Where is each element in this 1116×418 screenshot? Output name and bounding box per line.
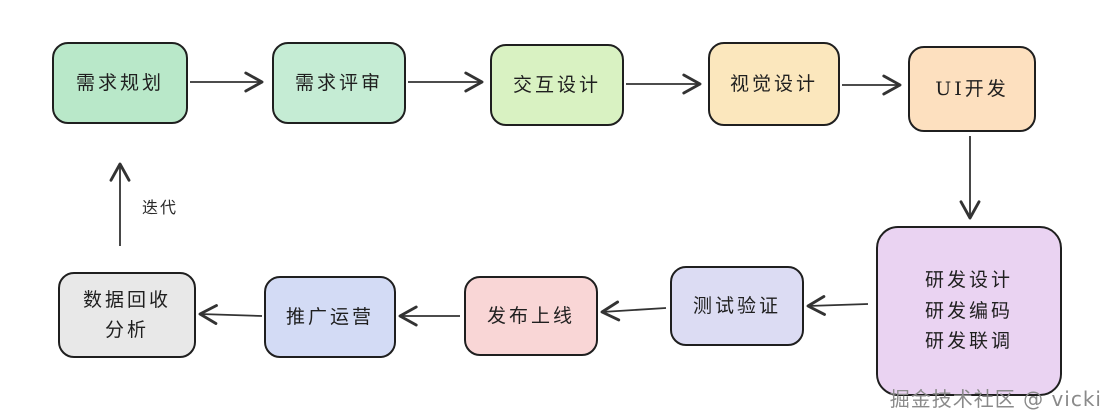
arrow-test-to-release [600, 300, 667, 322]
node-promotion-operations-label: 推广运营 [285, 305, 374, 328]
node-requirement-planning: 需求规划 [52, 42, 188, 124]
node-interaction-design-label: 交互设计 [512, 73, 601, 96]
node-test-verification-label: 测试验证 [692, 294, 781, 317]
node-data-analysis: 数据回收 分析 [58, 272, 196, 358]
node-promotion-operations: 推广运营 [264, 276, 396, 358]
node-analysis-label: 分析 [104, 319, 149, 341]
node-visual-design-label: 视觉设计 [729, 72, 818, 95]
arrow-promotion-to-analysis [198, 304, 263, 325]
node-requirement-review: 需求评审 [272, 42, 406, 124]
node-visual-design: 视觉设计 [708, 42, 840, 126]
node-development-design-label: 研发设计 [924, 269, 1013, 292]
iterate-label: 迭代 [142, 198, 179, 217]
node-release: 发布上线 [464, 276, 598, 356]
node-interaction-design: 交互设计 [490, 44, 624, 126]
arrow-dev-to-test [806, 295, 869, 316]
node-data-collection-label: 数据回收 [82, 288, 171, 311]
node-development-stage: 研发设计 研发编码 研发联调 [876, 226, 1062, 396]
node-ui-development-label: UI开发 [935, 77, 1009, 100]
node-test-verification: 测试验证 [670, 266, 804, 346]
node-requirement-review-label: 需求评审 [294, 71, 383, 94]
node-requirement-planning-label: 需求规划 [75, 71, 164, 94]
node-ui-development: UI开发 [908, 46, 1036, 132]
node-release-label: 发布上线 [486, 304, 575, 327]
node-development-integration-label: 研发联调 [924, 330, 1013, 353]
node-development-coding-label: 研发编码 [924, 299, 1013, 322]
watermark: 掘金技术社区 @ vicki [889, 387, 1102, 411]
